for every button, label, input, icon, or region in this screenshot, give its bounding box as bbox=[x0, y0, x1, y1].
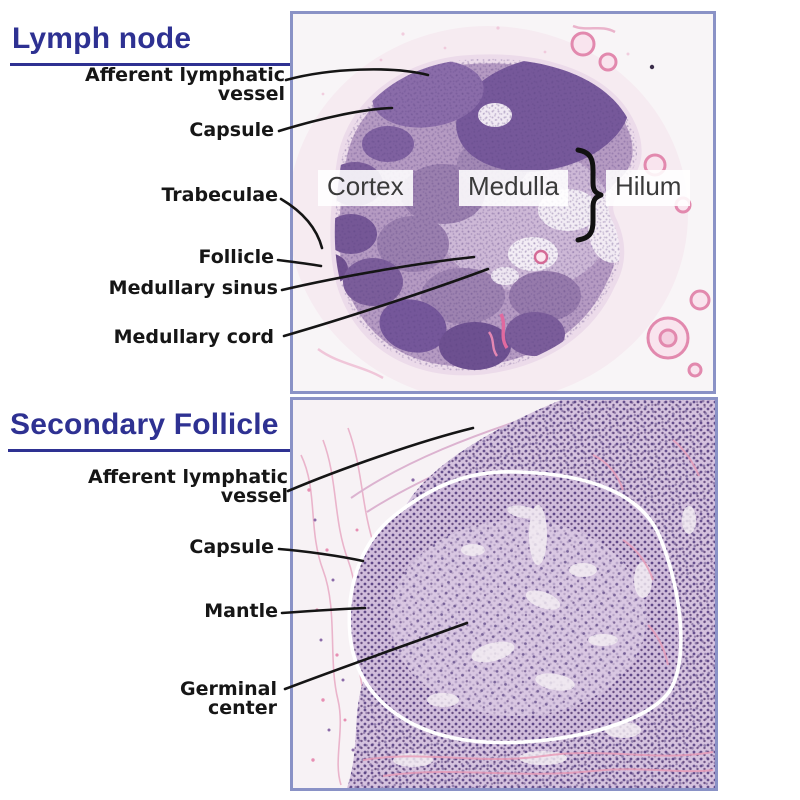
overlay-label-hilum: Hilum bbox=[606, 170, 691, 206]
label-follicle: Follicle bbox=[198, 246, 274, 268]
label-germinal-center: Germinal center bbox=[179, 678, 277, 719]
overlay-label-medulla: Medulla bbox=[459, 170, 569, 206]
label-capsule-2: Capsule bbox=[189, 536, 274, 558]
label-mantle: Mantle bbox=[204, 600, 278, 622]
label-medullary-cord: Medullary cord bbox=[113, 326, 274, 348]
overlay-label-cortex: Cortex bbox=[318, 170, 413, 206]
secondary-follicle-title: Secondary Follicle bbox=[8, 408, 298, 452]
label-afferent-lymphatic-vessel-2: Afferent lymphatic vessel bbox=[88, 466, 288, 507]
label-afferent-lymphatic-vessel: Afferent lymphatic vessel bbox=[85, 64, 285, 105]
secondary-follicle-micrograph bbox=[290, 397, 718, 791]
secondary-follicle-tissue-art bbox=[293, 400, 715, 788]
lymph-node-title: Lymph node bbox=[10, 22, 296, 66]
label-medullary-sinus: Medullary sinus bbox=[108, 277, 278, 299]
label-capsule: Capsule bbox=[189, 119, 274, 141]
label-trabeculae: Trabeculae bbox=[161, 184, 278, 206]
